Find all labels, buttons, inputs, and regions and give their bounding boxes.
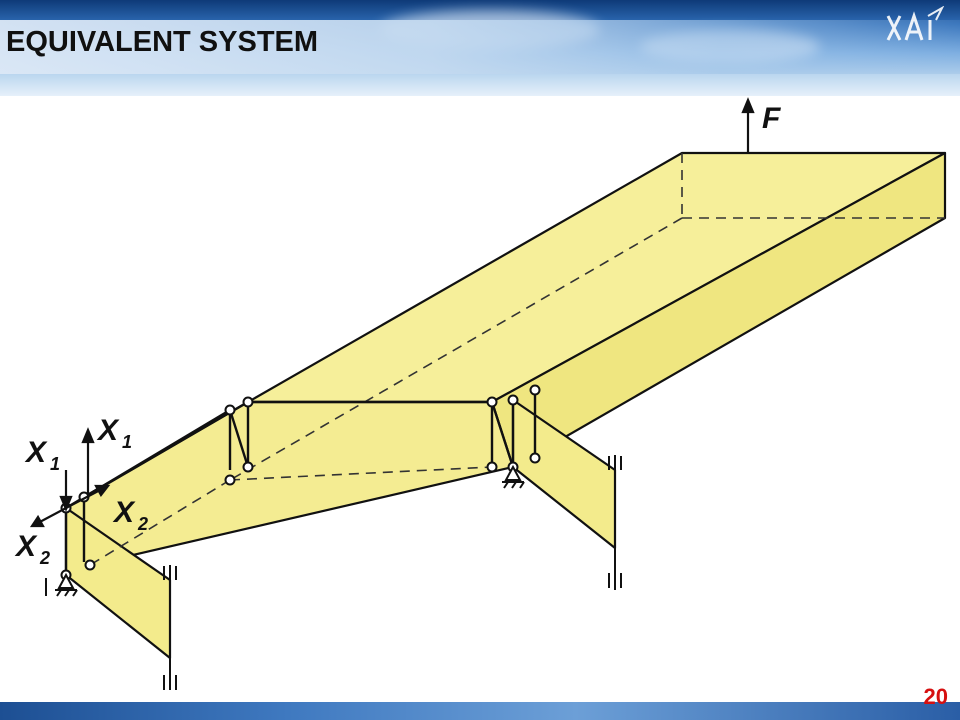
x1-subscript-left: 1 [50, 454, 60, 474]
xai-logo-icon [886, 6, 945, 41]
x1-label-left: X [24, 436, 48, 469]
slide-title: EQUIVALENT SYSTEM [6, 26, 319, 58]
footer-background [0, 702, 960, 720]
hidden-edges [89, 153, 945, 566]
center-section-lower [64, 400, 515, 567]
structural-edges [64, 390, 537, 575]
x2-label-left: X [14, 530, 38, 563]
x2-subscript-left: 2 [39, 548, 50, 568]
x1-subscript-upper: 1 [122, 432, 132, 452]
load-arrows [29, 97, 755, 528]
force-label: F [762, 102, 781, 135]
diagram-labels: F X 1 X 1 X 2 X 2 [14, 102, 781, 568]
page-number: 20 [923, 684, 948, 709]
x2-subscript-right: 2 [137, 514, 148, 534]
title-bar [0, 20, 960, 74]
support-symbols [45, 455, 622, 690]
x1-label-upper: X [96, 414, 120, 447]
x2-label-right: X [112, 496, 136, 529]
equivalent-system-diagram: F X 1 X 1 X 2 X 2 [14, 97, 947, 690]
